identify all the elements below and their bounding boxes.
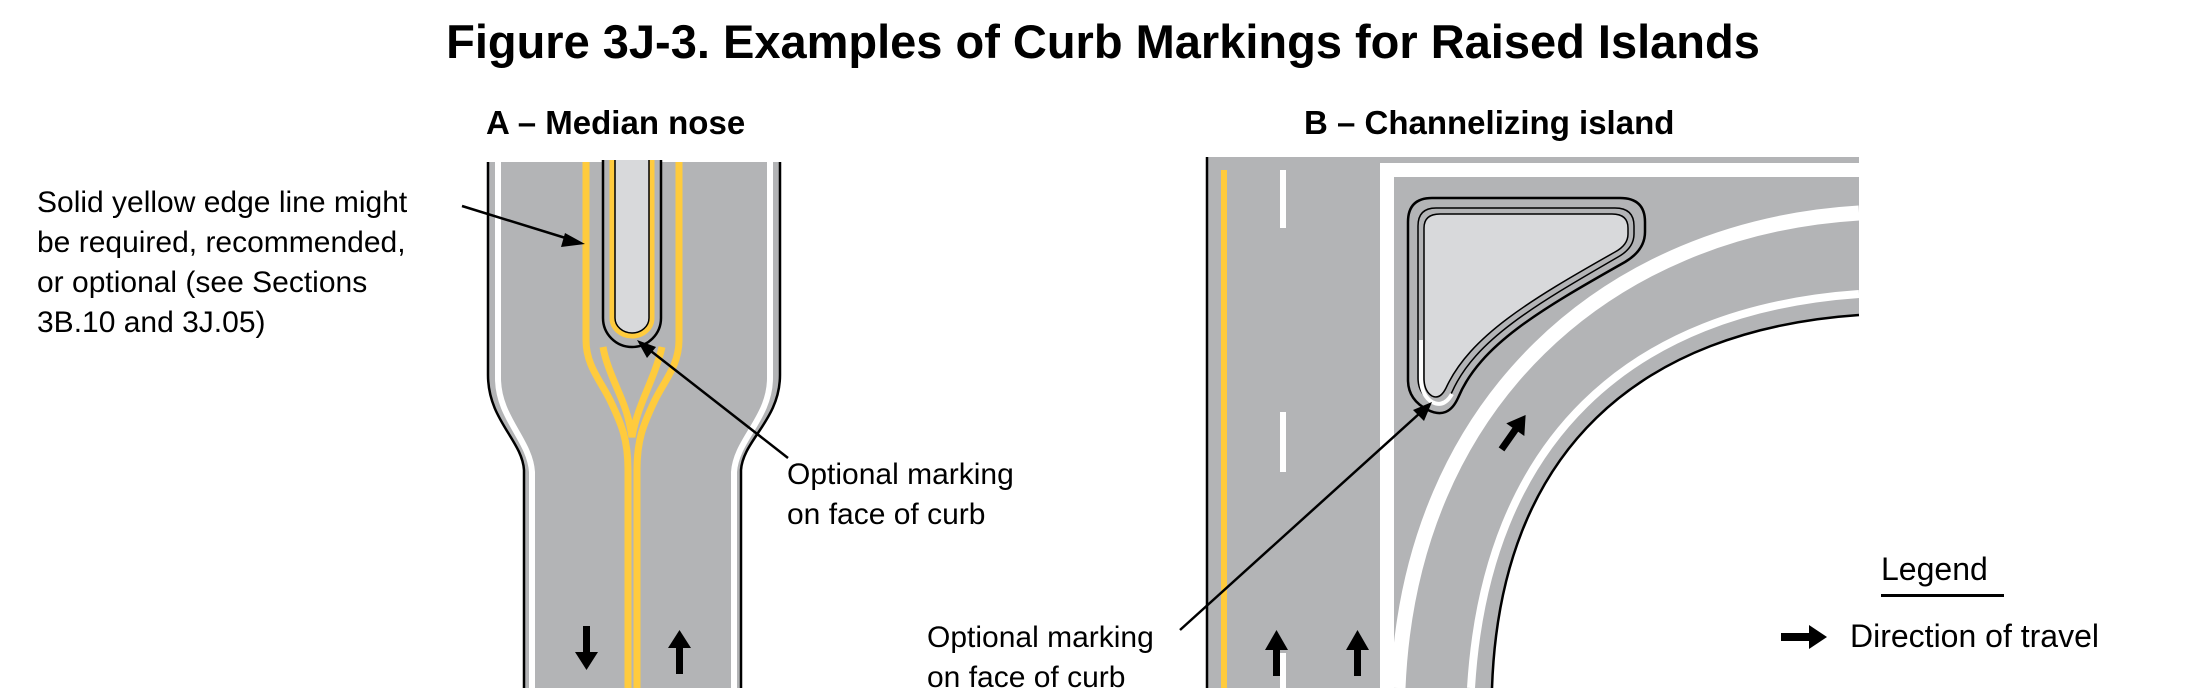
panel-b-white-channel-border (1380, 163, 1859, 688)
panel-b-white-turn-edge-line (1390, 205, 1860, 689)
panel-a-yellow-chevron (599, 346, 666, 438)
note-line: Optional marking (787, 458, 1014, 491)
panel-a-leader-edge-line (461, 204, 585, 247)
legend-underline (1881, 594, 2004, 597)
panel-a-right-white-edge-line (731, 162, 773, 688)
legend-title: Legend (1881, 551, 1988, 587)
note-line: 3B.10 and 3J.05) (37, 306, 266, 339)
figure-title: Figure 3J-3. Examples of Curb Markings f… (446, 15, 1760, 68)
panel-b-arrow-up-right-icon (1498, 414, 1526, 452)
note-line: on face of curb (787, 498, 986, 531)
panel-a-leader-curb (637, 340, 789, 459)
note-line: Solid yellow edge line might (37, 186, 408, 219)
legend-label-direction-of-travel: Direction of travel (1850, 618, 2099, 654)
panel-a-subtitle: A – Median nose (486, 104, 746, 141)
panel-a-left-road-edge (486, 162, 526, 688)
note-line: be required, recommended, (37, 226, 406, 259)
panel-a-left-yellow-edge-line (582, 162, 632, 688)
panel-b-dashed-lane-line (1280, 170, 1286, 688)
arrow-right-icon (1781, 625, 1827, 649)
panel-b-curb-face-white-marking (1417, 207, 1635, 404)
panel-a-median-nose (461, 160, 789, 688)
panel-b-leader-curb (1179, 402, 1432, 631)
panel-b-curve-road-edge (1490, 313, 1860, 689)
panel-b-arrow-up-icon (1265, 630, 1288, 676)
panel-a-left-white-edge-line (495, 162, 535, 688)
panel-a-edge-line-note: Solid yellow edge line might be required… (37, 183, 407, 343)
panel-b-channelizing-island (1179, 157, 1860, 689)
note-line: Optional marking (927, 621, 1154, 654)
panel-b-subtitle: B – Channelizing island (1304, 104, 1675, 141)
panel-b-pavement (1207, 157, 1859, 688)
panel-a-arrow-up-icon (668, 630, 691, 674)
panel-a-right-road-edge (739, 162, 782, 688)
panel-b-curb-face-white-stripe (1419, 340, 1454, 406)
panel-a-right-yellow-edge-line (633, 162, 683, 688)
panel-b-arrow-up-icon (1346, 630, 1369, 676)
panel-b-white-inner-edge-line (1467, 290, 1860, 689)
panel-a-curb-note: Optional marking on face of curb (787, 455, 1014, 535)
panel-b-curb-note: Optional marking on face of curb (927, 618, 1154, 698)
panel-b-island-top (1423, 213, 1629, 398)
note-line: or optional (see Sections (37, 266, 368, 299)
panel-a-arrow-down-icon (575, 626, 598, 670)
panel-a-island-inner-outline (614, 160, 650, 334)
note-line: on face of curb (927, 661, 1126, 694)
